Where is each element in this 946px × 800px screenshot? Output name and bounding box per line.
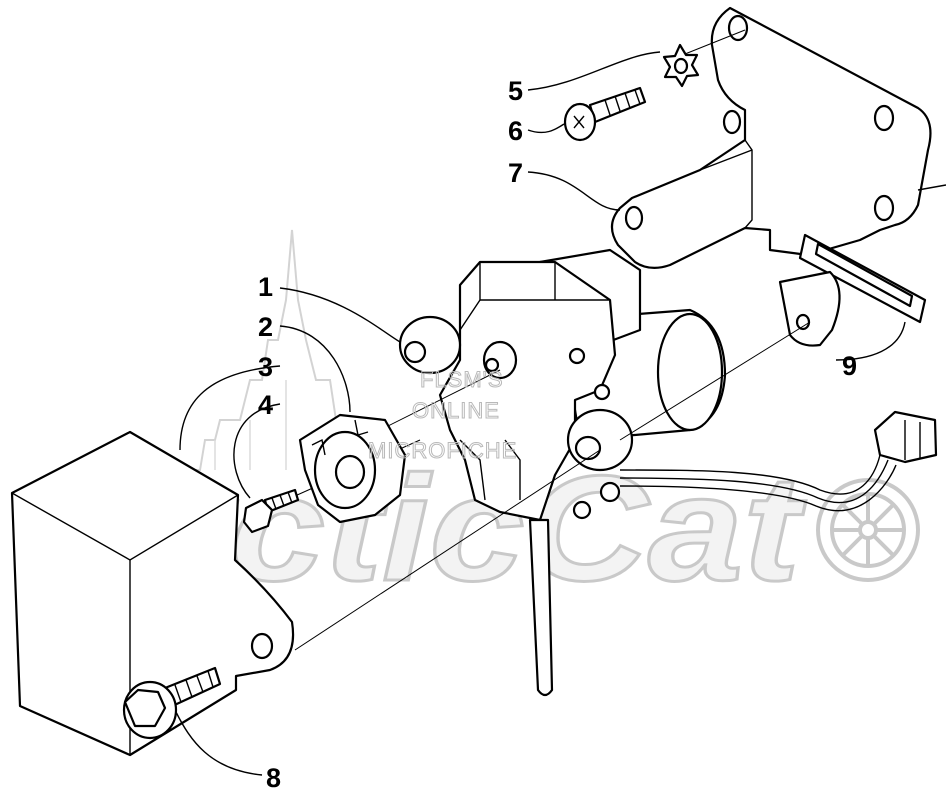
bracket-hole-top — [727, 14, 749, 42]
leader-8 — [175, 711, 263, 776]
slotted-mount-plate — [778, 233, 927, 347]
mounting-bracket — [610, 6, 946, 269]
actuator-lever — [528, 518, 554, 697]
watermark-line-3: MICROFICHE — [368, 438, 517, 463]
star-lockwasher — [662, 43, 700, 88]
callout-9: 9 — [842, 351, 857, 381]
leader-4 — [233, 403, 281, 499]
watermark-text: FLSM'S ONLINE MICROFICHE — [368, 367, 517, 464]
callout-labels: 1 2 3 4 5 6 7 8 9 — [258, 76, 857, 793]
leader-7 — [527, 171, 621, 211]
callout-5: 5 — [508, 76, 523, 106]
wire-harness — [619, 410, 938, 512]
callout-8: 8 — [266, 763, 281, 793]
watermark-line-1: FLSM'S — [420, 367, 504, 392]
actuator-boss-lower — [566, 408, 634, 472]
cover-mount-hole — [250, 632, 274, 660]
callout-3: 3 — [258, 352, 273, 382]
bracket-hole-right — [873, 104, 895, 132]
leader-3 — [179, 365, 281, 451]
actuator-assembly — [398, 260, 634, 697]
bracket-hole-center — [722, 109, 742, 135]
leader-2 — [279, 325, 351, 413]
cover-box — [10, 430, 295, 757]
leader-9 — [835, 321, 906, 361]
flange-bolt — [122, 666, 222, 740]
bracket-hole-left — [624, 205, 644, 231]
leader-lines — [175, 51, 906, 776]
bolt-upper — [563, 86, 647, 142]
callout-6: 6 — [508, 116, 523, 146]
callout-2: 2 — [258, 312, 273, 342]
callout-7: 7 — [508, 158, 523, 188]
leader-5 — [527, 51, 661, 91]
bracket-hole-lower-right — [873, 194, 895, 222]
watermark-line-2: ONLINE — [412, 398, 500, 423]
leader-1 — [279, 287, 401, 343]
watermark-wheel — [816, 478, 920, 582]
callout-1: 1 — [258, 272, 273, 302]
callout-4: 4 — [258, 390, 273, 420]
clamp-collar — [298, 413, 407, 524]
leader-6 — [527, 123, 565, 134]
screw-small — [242, 488, 300, 534]
